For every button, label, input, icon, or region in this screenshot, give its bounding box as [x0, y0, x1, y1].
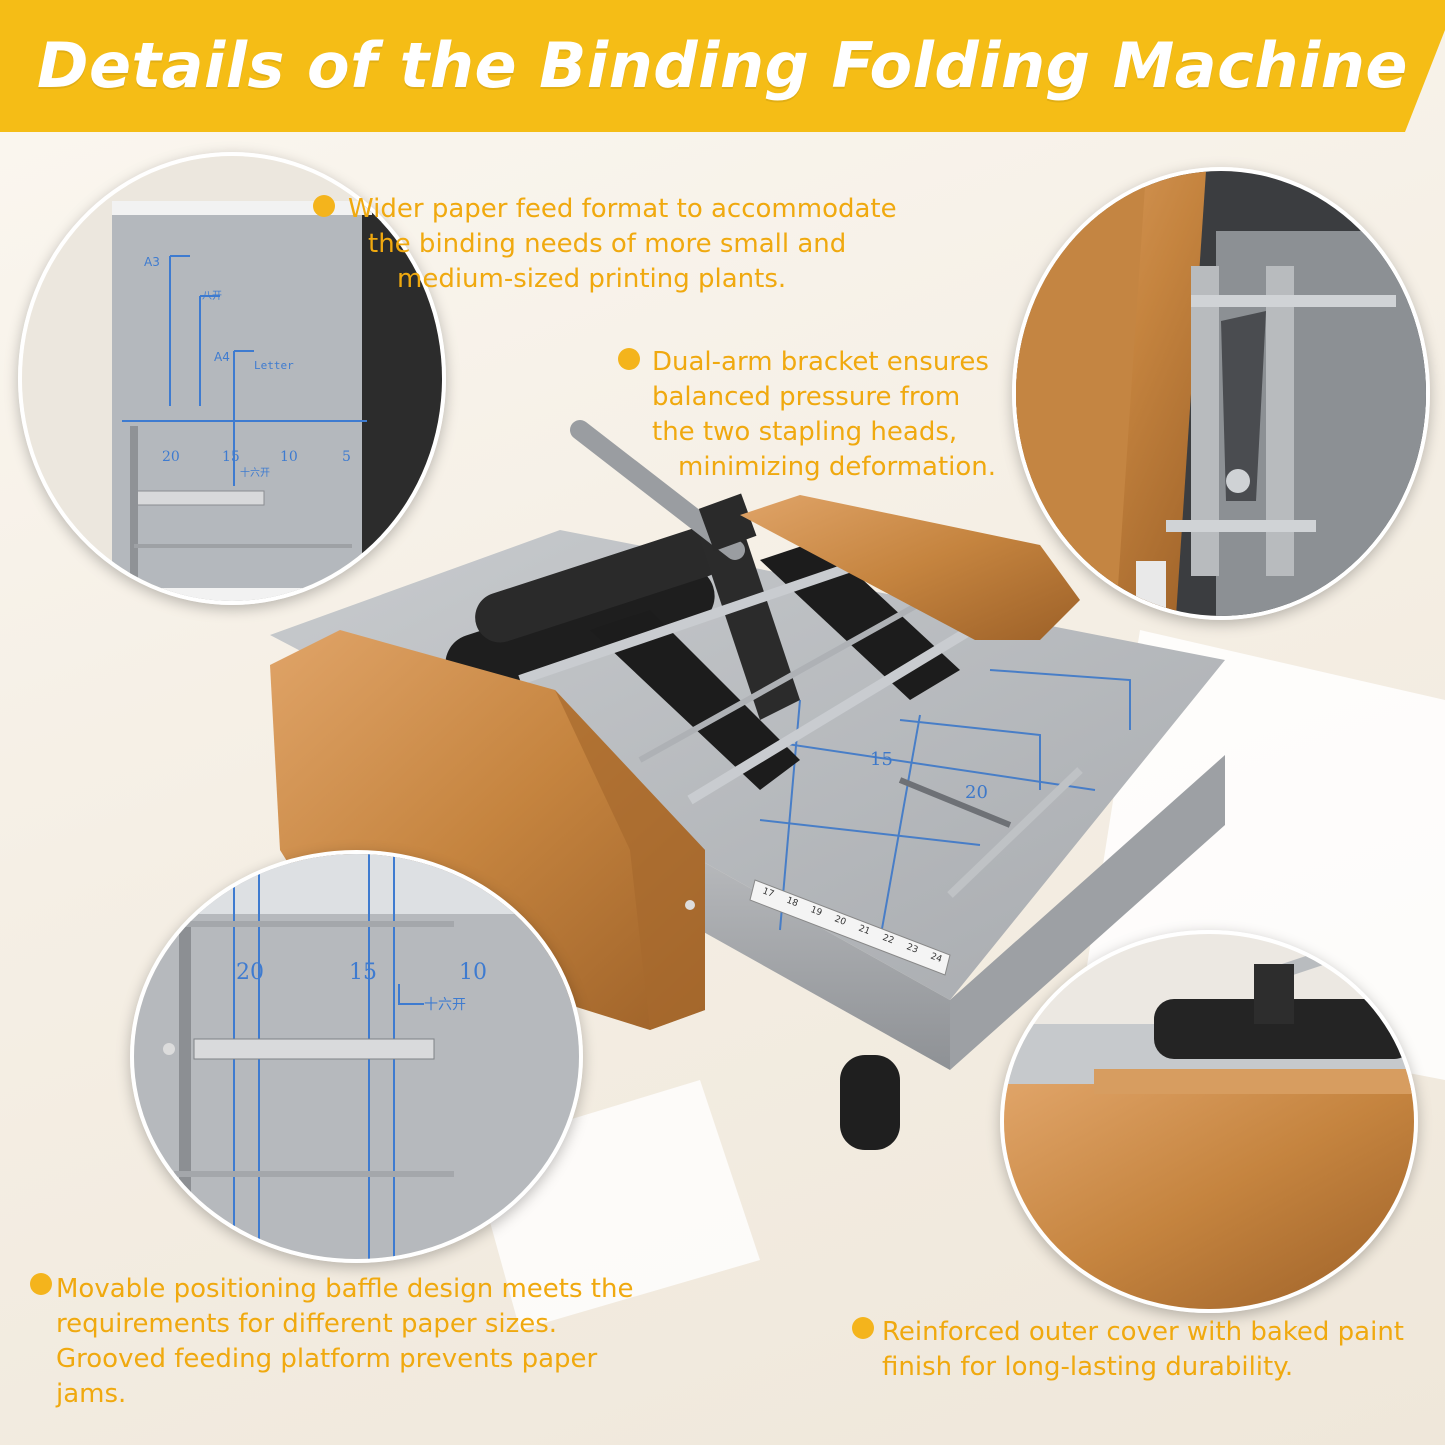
detail-circle-outer-cover [1000, 930, 1418, 1313]
title-banner: Details of the Binding Folding Machine [0, 0, 1445, 135]
callout-line: finish for long-lasting durability. [882, 1352, 1294, 1382]
ruler-tick-label: 23 [905, 942, 919, 955]
plate-label-sixteen: 十六开 [240, 466, 270, 479]
baffle-scale-20: 20 [236, 960, 264, 985]
banner-shape [0, 0, 1445, 132]
callout-line: the two stapling heads, [652, 417, 958, 447]
callout-line: Dual-arm bracket ensures [652, 347, 989, 377]
baffle-scale-15: 15 [349, 960, 377, 985]
cover-screw [685, 900, 695, 910]
callout-paper-feed: Wider paper feed format to accommodate t… [340, 192, 897, 297]
baffle-label-sixteen: 十六开 [424, 997, 466, 1013]
ruler-tick-label: 17 [761, 886, 775, 899]
plate-scale: 15 [222, 449, 240, 465]
detail-circle-baffle: 20 15 10 十六开 [130, 850, 583, 1263]
ruler-tick-label: 20 [833, 914, 848, 928]
plate-label-a4: A4 [214, 350, 230, 364]
ruler-tick-label: 18 [785, 896, 800, 910]
page-title: Details of the Binding Folding Machine [37, 28, 1408, 102]
rear-cover [740, 495, 1080, 640]
callout-line: jams. [56, 1379, 127, 1409]
callout-baffle: Movable positioning baffle design meets … [56, 1272, 633, 1412]
plate-scale-15: 15 [870, 749, 893, 770]
callout-line: Wider paper feed format to accommodate [348, 194, 897, 224]
ruler-tick-label: 19 [809, 905, 824, 919]
feed-rollers [445, 527, 725, 694]
callout-dual-arm: Dual-arm bracket ensures balanced pressu… [652, 345, 996, 485]
plate-label-a3: A3 [144, 255, 160, 269]
ruler-strip [749, 879, 951, 976]
callout-line: medium-sized printing plants. [397, 264, 787, 294]
callout-line: Grooved feeding platform prevents paper [56, 1344, 598, 1374]
callout-line: balanced pressure from [652, 382, 961, 412]
plate-scale: 10 [280, 449, 298, 465]
callout-line: the binding needs of more small and [368, 229, 847, 259]
callout-line: Movable positioning baffle design meets … [56, 1274, 634, 1304]
bullet-icon [618, 348, 640, 370]
baffle-scale-10: 10 [459, 960, 487, 985]
bullet-icon [30, 1273, 52, 1295]
ruler-tick-label: 24 [929, 952, 944, 966]
bullet-icon [313, 195, 335, 217]
plate-scale: 5 [342, 449, 351, 465]
plate-label-letter: Letter [254, 359, 294, 372]
callout-line: Reinforced outer cover with baked paint [882, 1317, 1404, 1347]
callout-outer-cover: Reinforced outer cover with baked paint … [882, 1315, 1404, 1385]
plate-scale-20: 20 [965, 782, 988, 803]
plate-label-eight: 八开 [202, 291, 222, 302]
ruler-tick-label: 21 [857, 924, 871, 937]
plate-scale: 20 [162, 449, 180, 465]
ruler-tick-label: 22 [881, 933, 895, 946]
detail-circle-paper-feed: A3 八开 A4 Letter 20 15 10 5 十六开 [18, 152, 446, 605]
callout-line: minimizing deformation. [678, 452, 997, 482]
detail-circle-dual-arm [1012, 167, 1430, 620]
bullet-icon [852, 1317, 874, 1339]
machine-foot [840, 1055, 900, 1150]
callout-line: requirements for different paper sizes. [56, 1309, 558, 1339]
